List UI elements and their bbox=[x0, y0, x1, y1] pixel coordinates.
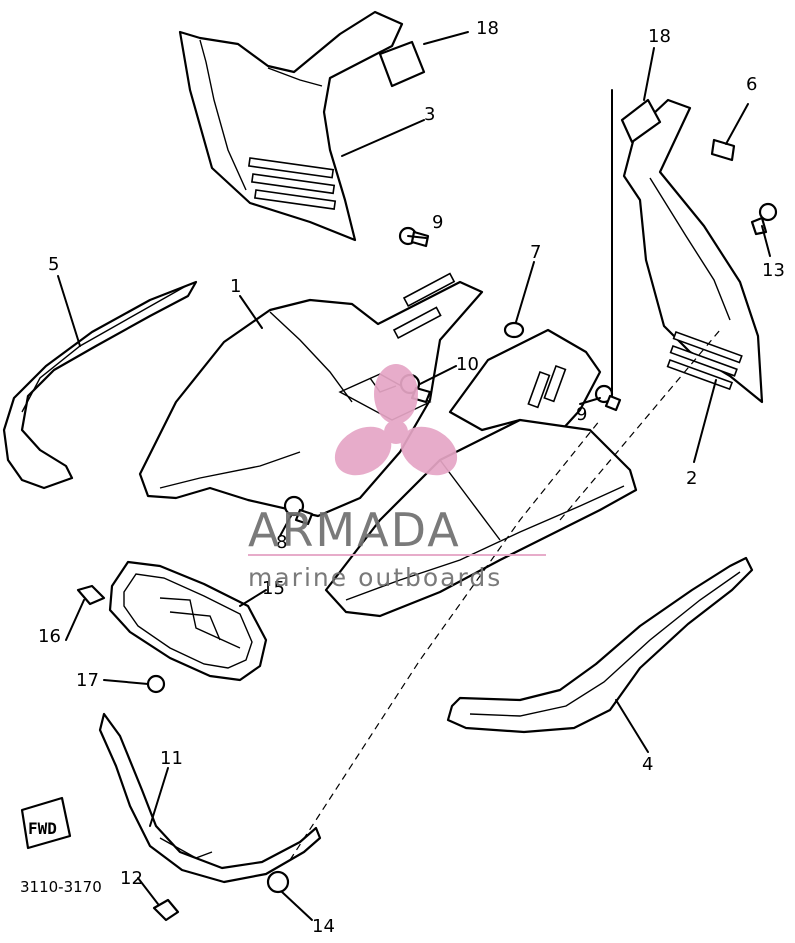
callout-17: 17 bbox=[76, 670, 99, 691]
callout-3: 3 bbox=[424, 104, 435, 125]
part-center-panel bbox=[324, 328, 638, 618]
part-16-bolt bbox=[76, 584, 106, 606]
propeller-logo-icon bbox=[334, 364, 458, 476]
callout-4: 4 bbox=[642, 754, 653, 775]
reference-code: 3110-3170 bbox=[20, 878, 102, 896]
leader-lines bbox=[57, 31, 771, 921]
fwd-label-text: FWD bbox=[28, 819, 57, 838]
callout-9-upper: 9 bbox=[432, 212, 443, 233]
callout-numbers: 18 18 6 3 9 5 7 13 1 10 9 2 8 15 16 17 4… bbox=[38, 18, 785, 937]
part-15-headlight-bracket bbox=[108, 560, 268, 682]
callout-6: 6 bbox=[746, 74, 757, 95]
fwd-direction-label: FWD bbox=[20, 796, 72, 850]
callout-1: 1 bbox=[230, 276, 241, 297]
part-14-grommet bbox=[266, 870, 290, 894]
callout-18-upper: 18 bbox=[476, 18, 499, 39]
callout-11: 11 bbox=[160, 748, 183, 769]
callout-5: 5 bbox=[48, 254, 59, 275]
part-3-side-cover-left bbox=[178, 10, 426, 242]
part-7-grommet bbox=[503, 321, 525, 339]
part-11-guard-bar bbox=[98, 712, 322, 884]
callout-16: 16 bbox=[38, 626, 61, 647]
part-1-front-fender bbox=[138, 272, 484, 518]
watermark-brand: ARMADA bbox=[248, 503, 461, 557]
part-6-bolt bbox=[710, 138, 736, 162]
part-4-mudguard-right bbox=[446, 556, 754, 734]
callout-2: 2 bbox=[686, 468, 697, 489]
callout-9-lower: 9 bbox=[576, 404, 587, 425]
watermark-tagline: marine outboards bbox=[248, 563, 502, 592]
part-17-bolt bbox=[146, 674, 166, 694]
callout-18-right: 18 bbox=[648, 26, 671, 47]
callout-12: 12 bbox=[120, 868, 143, 889]
callout-14: 14 bbox=[312, 916, 335, 937]
part-12-bolt bbox=[152, 898, 180, 922]
part-8-bolt bbox=[283, 495, 314, 526]
callout-8: 8 bbox=[276, 532, 287, 553]
callout-10: 10 bbox=[456, 354, 479, 375]
callout-7: 7 bbox=[530, 242, 541, 263]
callout-13: 13 bbox=[762, 260, 785, 281]
watermark: ARMADA marine outboards bbox=[248, 364, 546, 592]
part-2-side-cover-right bbox=[620, 98, 764, 404]
callout-15: 15 bbox=[262, 578, 285, 599]
part-13-bolt bbox=[750, 202, 778, 236]
